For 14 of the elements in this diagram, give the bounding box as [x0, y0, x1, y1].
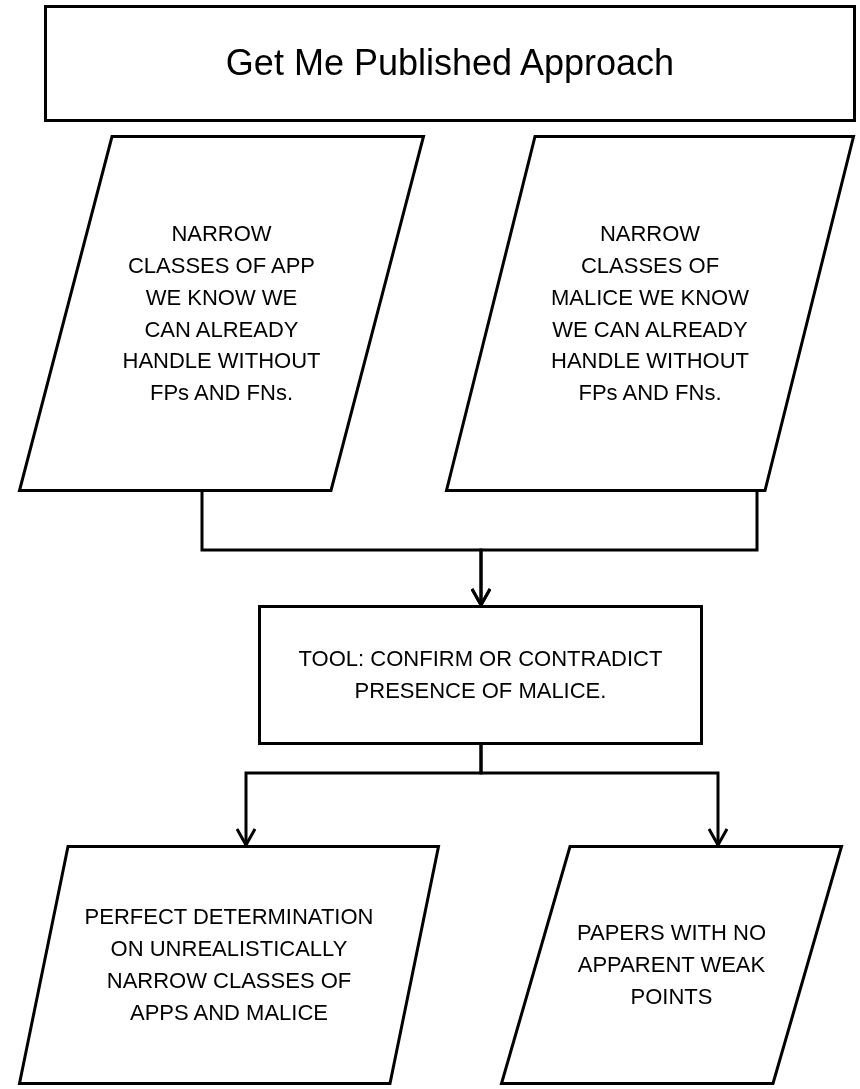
parallelogram-box — [18, 845, 440, 1085]
node-text: NARROW CLASSES OF MALICE WE KNOW WE CAN ALREADY HANDLE WITHOUT FPs AND FNs. — [550, 219, 750, 408]
title-box — [44, 5, 856, 122]
parallelogram-box — [445, 135, 855, 492]
connector-arrow — [479, 745, 729, 847]
node-text: PERFECT DETERMINATION ON UNREALISTICALLY NARROW CLASSES OF APPS AND MALICE — [83, 903, 375, 1027]
parallelogram-box — [18, 135, 425, 492]
node-text: PAPERS WITH NO APPARENT WEAK POINTS — [575, 919, 768, 1011]
title-text: Get Me Published Approach — [225, 41, 675, 86]
node-text: NARROW CLASSES OF APP WE KNOW WE CAN ALREADY HANDLE WITHOUT FPs AND FNs. — [121, 219, 322, 408]
process-box — [258, 605, 703, 745]
parallelogram-box — [500, 845, 843, 1085]
node-text: TOOL: CONFIRM OR CONTRADICT PRESENCE OF MALICE. — [297, 645, 664, 705]
connector-arrow — [470, 492, 759, 607]
